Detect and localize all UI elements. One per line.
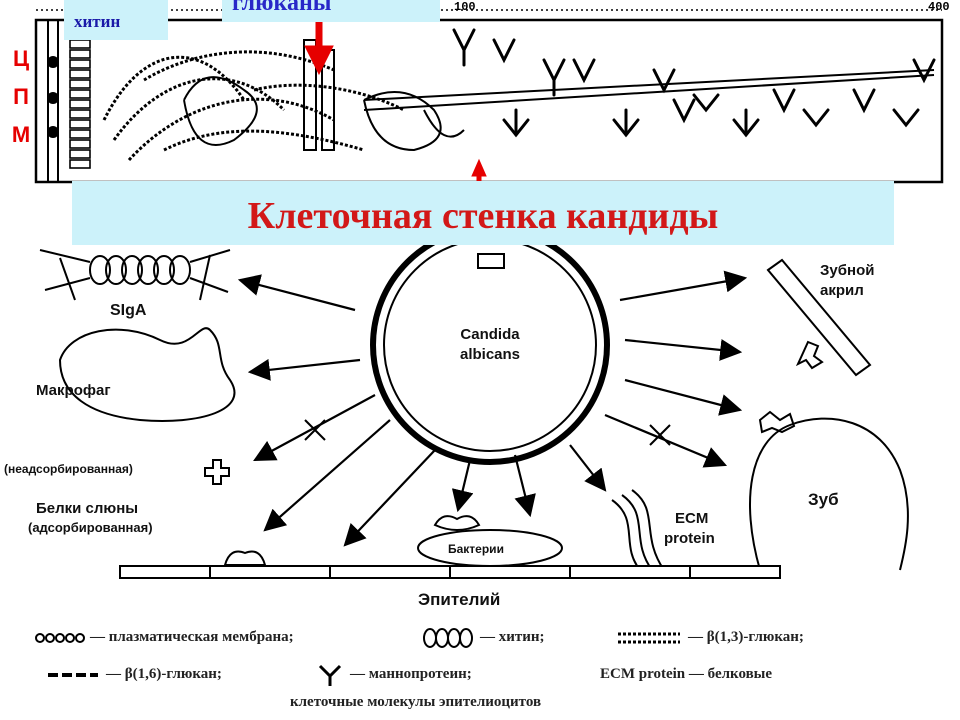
cell-wall-schematic — [34, 9, 944, 190]
tooth-label: Зуб — [808, 490, 839, 509]
glucans-label: глюканы — [232, 0, 332, 16]
legend-membrane-glyph — [35, 633, 85, 643]
glucans-label-box: глюканы — [222, 0, 440, 22]
cpm-letter-m: М — [11, 122, 31, 147]
denture-acrylic-shape — [766, 258, 872, 377]
legend-chitin-glyph — [423, 628, 473, 648]
macrophage-label: Макрофаг — [36, 382, 111, 399]
ecm-label-line1: ECM — [675, 510, 709, 527]
chitin-label-box: хитин — [64, 0, 168, 40]
denture-label-line1: Зубной — [820, 262, 875, 279]
candida-label-line2: albicans — [459, 346, 521, 363]
candida-label-line1: Candida — [460, 326, 520, 343]
ecm-label-line2: protein — [664, 530, 715, 547]
legend-b13: — β(1,3)-глюкан; — [688, 629, 804, 645]
scale-mark-100: 100 — [454, 0, 476, 14]
saliva-protein-glyph — [204, 459, 230, 485]
legend-ecm-line1: ECM protein — белковые — [600, 666, 773, 682]
siga-label: SIgA — [110, 302, 147, 319]
scale-mark-400: 400 — [928, 0, 950, 14]
tooth-shape — [749, 410, 909, 571]
unadsorbed-label: (неадсорбированная) — [4, 462, 133, 476]
denture-label-line2: акрил — [820, 282, 864, 299]
title-box: Клеточная стенка кандиды — [72, 181, 894, 245]
legend-mannoprotein-glyph — [318, 664, 342, 686]
cpm-letter-p: П — [13, 84, 29, 109]
epithelium-strip — [119, 565, 781, 579]
epithelium-label: Эпителий — [418, 590, 501, 609]
cpm-letter-c: Ц — [12, 46, 30, 71]
adsorbed-label: (адсорбированная) — [28, 520, 153, 535]
adsorbed-protein-glyph — [223, 550, 267, 566]
legend-chitin: — хитин; — [480, 629, 545, 645]
legend-b16: — β(1,6)-глюкан; — [106, 666, 222, 682]
chitin-label: хитин — [74, 12, 121, 31]
saliva-proteins-label: Белки слюны — [36, 500, 139, 517]
legend-b13-glyph — [618, 632, 680, 644]
legend-membrane: — плазматическая мембрана; — [90, 629, 294, 645]
candida-cell — [370, 245, 610, 465]
macrophage-shape — [58, 327, 236, 422]
siga-glyph — [39, 249, 231, 301]
bacteria-label: Бактерии — [448, 542, 504, 556]
adhesion-diagram — [35, 245, 909, 686]
slide-title: Клеточная стенка кандиды — [247, 195, 719, 237]
ecm-fibres — [611, 489, 665, 571]
legend-mannoprotein: — маннопротеин; — [350, 666, 472, 682]
legend-ecm-line2: клеточные молекулы эпителиоцитов — [290, 694, 542, 710]
